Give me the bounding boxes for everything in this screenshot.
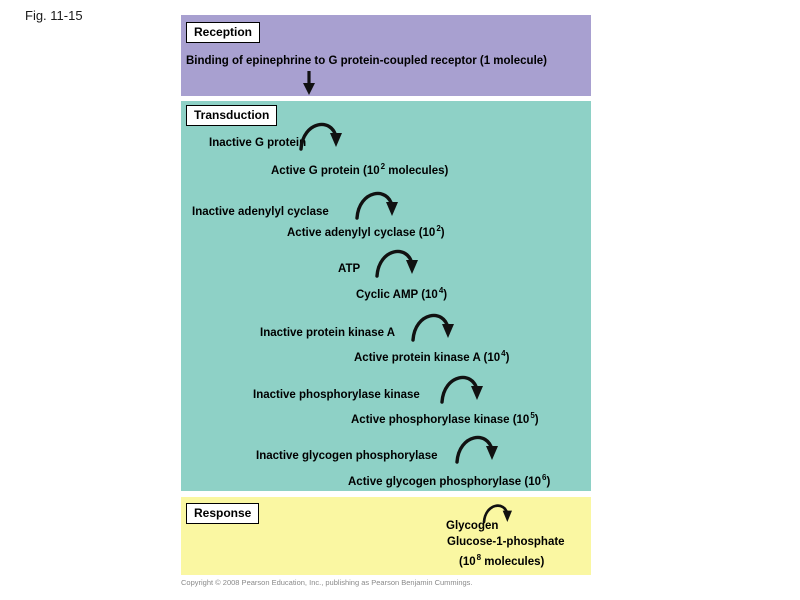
cascade-arrow-icon: [411, 313, 454, 342]
product-amount-label: (108 molecules): [459, 553, 545, 568]
transduction-section-label: Transduction: [186, 105, 278, 126]
cascade-arrow-icon: [455, 435, 498, 464]
product-label: Glucose-1-phosphate: [447, 536, 565, 548]
inactive-label: Inactive glycogen phosphorylase: [256, 450, 438, 462]
copyright-text: Copyright © 2008 Pearson Education, Inc.…: [181, 578, 473, 587]
reception-text: Binding of epinephrine to G protein-coup…: [186, 55, 547, 67]
down-arrow-icon: [303, 71, 315, 95]
active-label: Active adenylyl cyclase (102): [287, 224, 445, 239]
cascade-arrow-icon: [355, 191, 398, 220]
transduction-section: [181, 101, 591, 491]
inactive-label: Inactive protein kinase A: [260, 327, 396, 339]
active-label: Cyclic AMP (104): [356, 286, 448, 301]
figure-label: Fig. 11-15: [25, 8, 83, 23]
cascade-arrow-icon: [440, 375, 483, 404]
substrate-label: Glycogen: [446, 520, 499, 532]
response-section-label: Response: [186, 503, 260, 524]
inactive-label: ATP: [338, 263, 361, 275]
inactive-label: Inactive G protein: [209, 137, 307, 149]
inactive-label: Inactive phosphorylase kinase: [253, 389, 420, 401]
inactive-label: Inactive adenylyl cyclase: [192, 206, 329, 218]
cascade-arrow-icon: [375, 249, 418, 278]
active-label: Active glycogen phosphorylase (106): [348, 473, 551, 488]
reception-section-label: Reception: [186, 22, 261, 43]
cascade-arrow-icon: [482, 504, 512, 524]
active-label: Active protein kinase A (104): [354, 349, 510, 364]
cascade-arrow-icon: [299, 122, 342, 151]
active-label: Active G protein (102 molecules): [271, 162, 449, 177]
active-label: Active phosphorylase kinase (105): [351, 411, 539, 426]
